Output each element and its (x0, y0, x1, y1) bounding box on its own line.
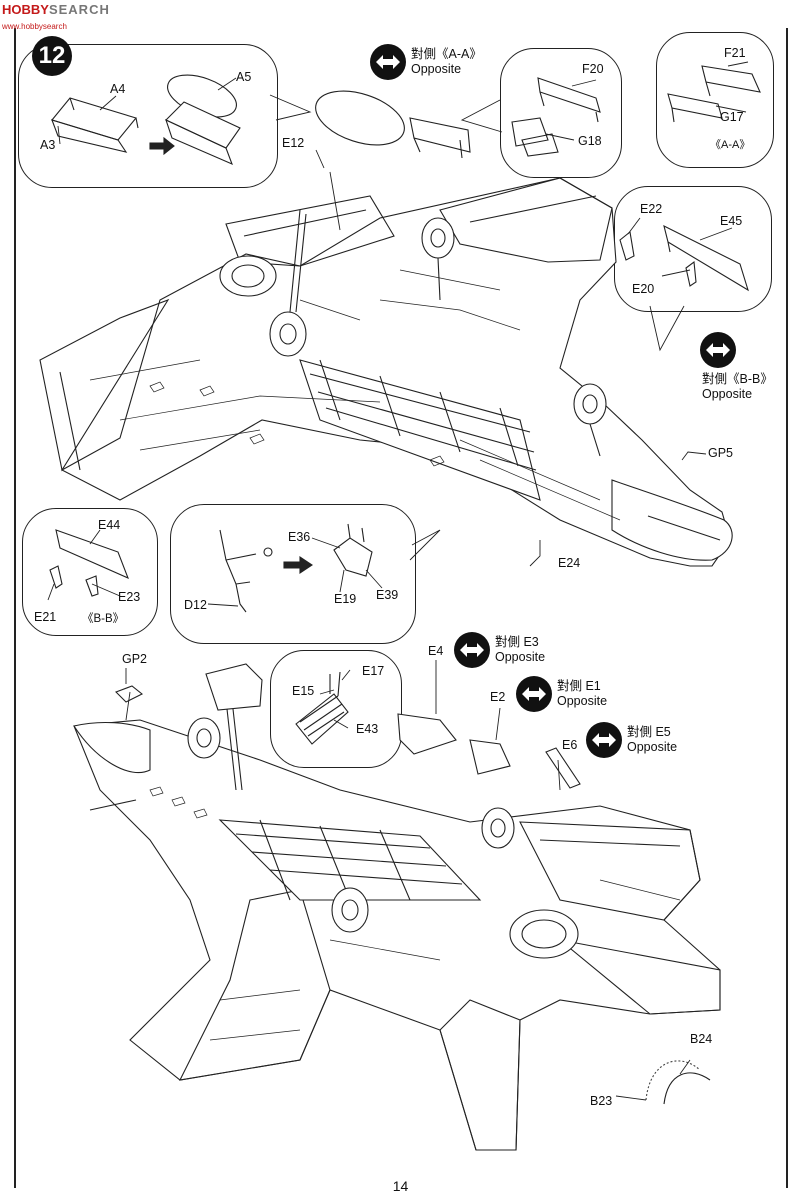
label-e44: E44 (98, 518, 121, 532)
label-e6: E6 (562, 738, 578, 752)
callout-e44-e21 (22, 508, 158, 636)
label-f21: F21 (724, 46, 746, 60)
double-arrow-icon (586, 722, 622, 758)
label-gp5: GP5 (708, 446, 734, 460)
label-e24: E24 (558, 556, 581, 570)
opposite-bb-cjk: 對側《B-B》 (702, 372, 773, 386)
double-arrow-icon (700, 332, 736, 368)
double-arrow-icon (454, 632, 490, 668)
label-e22: E22 (640, 202, 663, 216)
opposite-note-aa: 對側《A-A》Opposite (370, 44, 482, 80)
label-g18: G18 (578, 134, 602, 148)
label-gp2: GP2 (122, 652, 148, 666)
label-g17: G17 (720, 110, 744, 124)
label-a3: A3 (40, 138, 56, 152)
label-b24: B24 (690, 1032, 713, 1046)
watermark-url: www.hobbysearch (2, 22, 67, 31)
label-d12: D12 (184, 598, 207, 612)
label-e45: E45 (720, 214, 743, 228)
page-frame (14, 28, 788, 1188)
label-e43: E43 (356, 722, 379, 736)
opposite-aa-en: Opposite (411, 62, 462, 76)
callout-d12-e36 (170, 504, 416, 644)
label-a4: A4 (110, 82, 126, 96)
opposite-bb-en: Opposite (702, 387, 753, 401)
label-e12: E12 (282, 136, 305, 150)
label-f20: F20 (582, 62, 604, 76)
aircraft-lower-view (73, 663, 721, 1151)
opposite-note-bb: 對側《B-B》Opposite (700, 332, 773, 402)
opposite-e3-cjk: 對側 E3 (495, 635, 539, 649)
label-e36: E36 (288, 530, 311, 544)
double-arrow-icon (516, 676, 552, 712)
step-number-badge: 12 (32, 36, 72, 76)
callout-f20-g18 (500, 48, 622, 178)
double-arrow-icon (370, 44, 406, 80)
opposite-aa-cjk: 對側《A-A》 (411, 47, 482, 61)
label-e17: E17 (362, 664, 385, 678)
label-e19: E19 (334, 592, 357, 606)
label-e2: E2 (490, 690, 506, 704)
aircraft-upper-view (39, 177, 733, 567)
watermark-logo: HOBBYSEARCH (2, 2, 110, 17)
label-e23: E23 (118, 590, 141, 604)
label-section-aa: 《A-A》 (710, 139, 751, 151)
label-e4: E4 (428, 644, 444, 658)
label-b23: B23 (590, 1094, 613, 1108)
label-e39: E39 (376, 588, 399, 602)
callout-e43-e15 (270, 650, 402, 768)
page-number: 14 (392, 1178, 409, 1194)
label-e21: E21 (34, 610, 57, 624)
opposite-e1-en: Opposite (557, 694, 608, 708)
opposite-e3-en: Opposite (495, 650, 546, 664)
opposite-e5-cjk: 對側 E5 (627, 725, 671, 739)
label-a5: A5 (236, 70, 252, 84)
label-e20: E20 (632, 282, 655, 296)
label-section-bb-left: 《B-B》 (82, 613, 125, 625)
opposite-e5-en: Opposite (627, 740, 678, 754)
opposite-e1-cjk: 對側 E1 (557, 679, 601, 693)
part-a5-drawing (165, 74, 241, 166)
part-a3-a4-drawing (51, 97, 139, 153)
label-e15: E15 (292, 684, 315, 698)
